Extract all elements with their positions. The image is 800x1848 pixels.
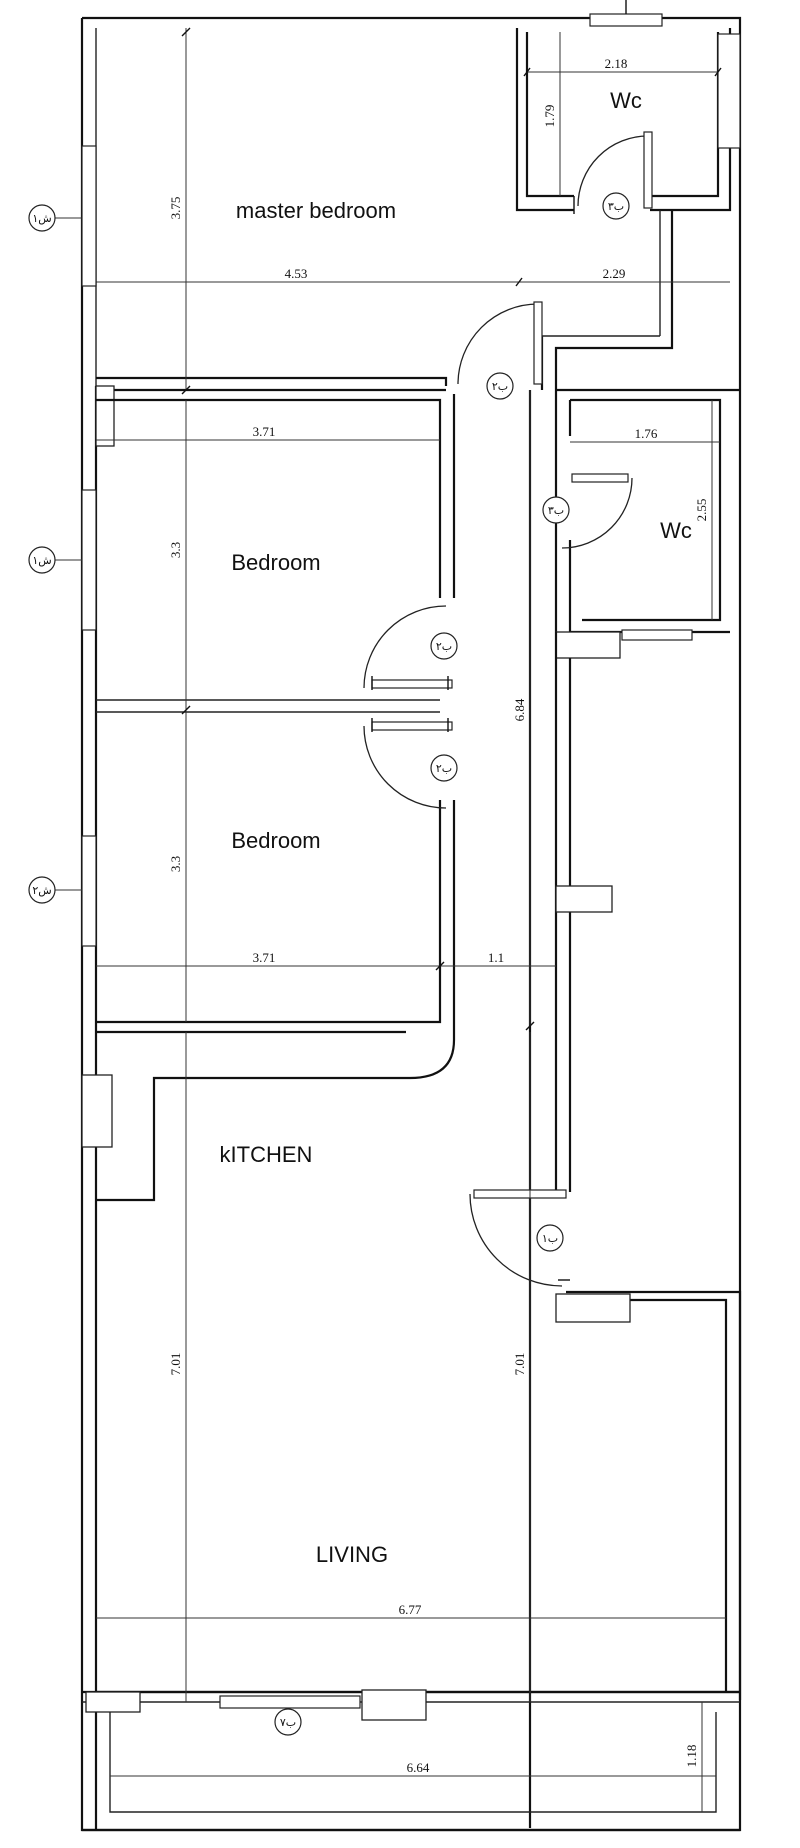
door-wc-mid[interactable] <box>561 473 633 549</box>
svg-text:ب۲: ب۲ <box>492 380 508 393</box>
dim-corridor-width: 1.1 <box>488 950 504 965</box>
room-label-bedroom-2: Bedroom <box>231 828 320 853</box>
wc-top-walls <box>515 0 741 212</box>
tag-window-3: ش۲ <box>28 876 82 904</box>
svg-text:ب۲: ب۲ <box>436 640 452 653</box>
tag-door-master: ب۲ <box>486 372 514 400</box>
room-label-wc-top: Wc <box>610 88 642 113</box>
wc-mid-window <box>621 629 693 641</box>
door-entry[interactable] <box>469 1189 570 1287</box>
bedroom-2-walls <box>81 800 456 1034</box>
outer-walls <box>80 16 742 1832</box>
dim-bed2-width: 3.71 <box>253 950 276 965</box>
door-master[interactable] <box>457 301 543 385</box>
master-walls <box>96 210 674 392</box>
dim-master-right: 2.29 <box>603 266 626 281</box>
door-bed2[interactable] <box>363 718 453 809</box>
svg-text:ش۱: ش۱ <box>32 212 51 225</box>
balcony-door-frame[interactable] <box>219 1695 361 1709</box>
kitchen-walls <box>81 1026 456 1202</box>
dim-master-height: 3.75 <box>168 197 183 220</box>
dim-wc-top-width: 2.18 <box>605 56 628 71</box>
wc-top-side-window <box>717 33 741 149</box>
dim-bed2-height: 3.3 <box>168 856 183 872</box>
svg-text:ب۱: ب۱ <box>542 1232 558 1245</box>
dim-living-height: 7.01 <box>512 1353 527 1376</box>
bedroom-1-window <box>81 489 97 631</box>
bedroom-2-window <box>81 835 97 947</box>
wc-mid-walls <box>554 388 740 659</box>
room-label-wc-mid: Wc <box>660 518 692 543</box>
corridor-fixture <box>555 885 613 913</box>
living-walls <box>96 1290 742 1700</box>
dim-living-width: 6.77 <box>399 1602 422 1617</box>
living-fixture <box>555 1293 631 1323</box>
balcony-column-left <box>85 1691 141 1713</box>
dim-bed1-width: 3.71 <box>253 424 276 439</box>
master-window <box>81 145 97 287</box>
room-label-kitchen: kITCHEN <box>220 1142 313 1167</box>
room-label-living: LIVING <box>316 1542 388 1567</box>
svg-text:ش۲: ش۲ <box>32 884 51 897</box>
tag-door-bed1: ب۲ <box>430 632 458 660</box>
dim-wc-mid-width: 1.76 <box>635 426 658 441</box>
wc-mid-fixture <box>555 631 621 659</box>
bedroom-1-column <box>95 385 115 447</box>
balcony-walls <box>82 1689 740 1832</box>
dimension-lines <box>96 27 730 1812</box>
dim-corridor-length: 6.84 <box>512 698 527 721</box>
tag-window-2: ش۱ <box>28 546 82 574</box>
wc-top-vent <box>589 13 663 27</box>
dim-bed1-height: 3.3 <box>168 542 183 558</box>
tag-door-entry: ب۱ <box>536 1224 564 1252</box>
svg-text:ش۱: ش۱ <box>32 554 51 567</box>
room-label-master-bedroom: master bedroom <box>236 198 396 223</box>
svg-text:ب۲: ب۲ <box>436 762 452 775</box>
svg-text:ب۳: ب۳ <box>548 504 564 517</box>
svg-text:ب۳: ب۳ <box>608 200 624 213</box>
svg-text:ب۷: ب۷ <box>280 1716 296 1729</box>
tag-door-balcony: ب۷ <box>274 1708 302 1736</box>
dim-kitchen-height: 7.01 <box>168 1353 183 1376</box>
dim-balcony-height: 1.18 <box>684 1745 699 1768</box>
balcony-column-right <box>361 1689 427 1721</box>
door-wc-top[interactable] <box>573 131 653 214</box>
door-bed1[interactable] <box>363 605 453 690</box>
tag-window-1: ش۱ <box>28 145 97 287</box>
dim-wc-mid-height: 2.55 <box>694 499 709 522</box>
tag-door-bed2: ب۲ <box>430 754 458 782</box>
kitchen-column <box>81 1074 113 1148</box>
room-label-bedroom-1: Bedroom <box>231 550 320 575</box>
dim-wc-top-height: 1.79 <box>542 105 557 128</box>
tag-door-wc-mid: ب۳ <box>542 496 570 524</box>
tag-door-wc-top: ب۳ <box>602 192 630 220</box>
dim-balcony-width: 6.64 <box>407 1760 430 1775</box>
dim-master-width: 4.53 <box>285 266 308 281</box>
